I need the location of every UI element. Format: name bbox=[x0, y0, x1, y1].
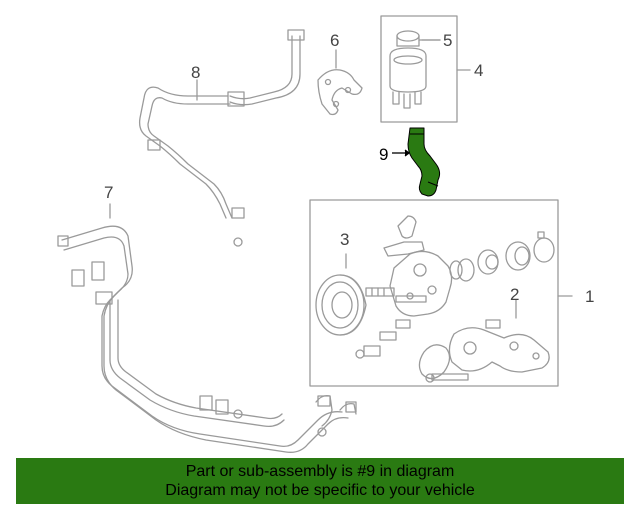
callout-4: 4 bbox=[474, 61, 484, 80]
callout-2: 2 bbox=[510, 285, 520, 304]
pump-assembly bbox=[309, 199, 573, 387]
parts-diagram bbox=[57, 15, 573, 453]
banner-line-1: Part or sub-assembly is #9 in diagram bbox=[185, 463, 455, 480]
return-hose-part bbox=[57, 203, 357, 453]
suction-hose-highlighted bbox=[407, 127, 441, 197]
banner-line-2: Diagram may not be specific to your vehi… bbox=[165, 482, 475, 499]
callout-7: 7 bbox=[104, 183, 114, 202]
callout-5: 5 bbox=[443, 31, 453, 50]
callout-6: 6 bbox=[330, 31, 340, 50]
callout-8: 8 bbox=[191, 63, 201, 82]
info-banner: Part or sub-assembly is #9 in diagram Di… bbox=[16, 458, 624, 504]
bracket-part bbox=[317, 49, 363, 116]
callout-1: 1 bbox=[585, 287, 595, 306]
reservoir-assembly bbox=[380, 15, 471, 123]
pressure-hose-part bbox=[138, 29, 305, 247]
callout-9-highlighted: 9 bbox=[379, 145, 389, 164]
callout-3: 3 bbox=[340, 230, 350, 249]
